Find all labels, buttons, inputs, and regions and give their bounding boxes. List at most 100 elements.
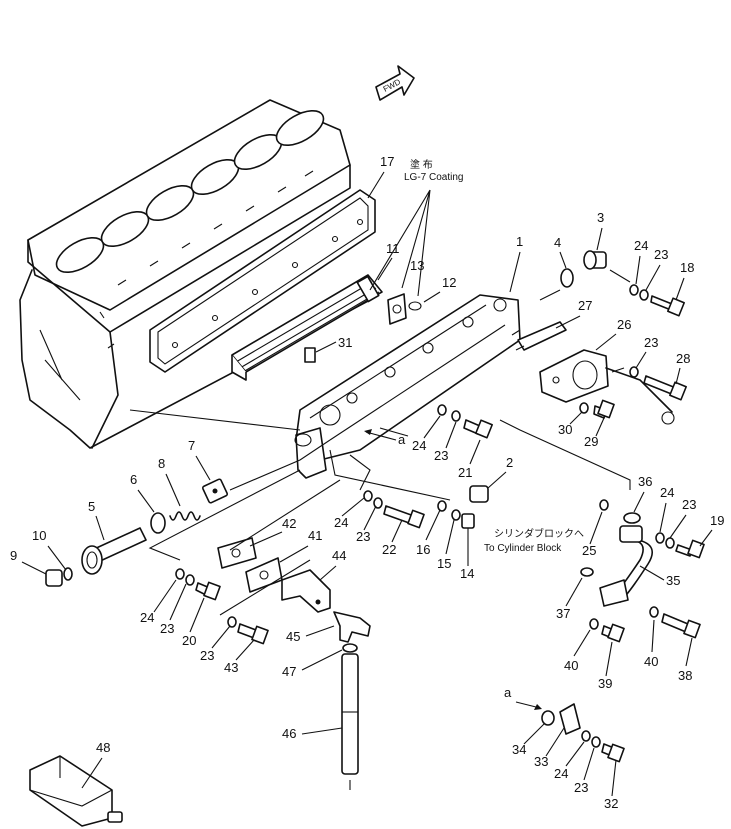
plug-3 <box>583 250 607 270</box>
callout: 19 <box>710 513 724 528</box>
callout: 24 <box>660 485 674 500</box>
fwd-arrow: FWD <box>375 65 415 101</box>
nut-34 <box>541 710 555 726</box>
callout: 13 <box>410 258 424 273</box>
callout: 31 <box>338 335 352 350</box>
callout: 14 <box>460 566 474 581</box>
callout: 43 <box>224 660 238 675</box>
washer-16 <box>437 500 447 512</box>
callout: 23 <box>356 529 370 544</box>
callout: 11 <box>386 241 400 256</box>
callout: 24 <box>140 610 154 625</box>
callout: 22 <box>382 542 396 557</box>
plug-9 <box>45 569 63 587</box>
callout: 4 <box>554 235 561 250</box>
callout: 12 <box>442 275 456 290</box>
callout: 1 <box>516 234 523 249</box>
bracket-33 <box>559 703 581 735</box>
callout: 47 <box>282 664 296 679</box>
callout: 29 <box>584 434 598 449</box>
callout: 32 <box>604 796 618 811</box>
washer-25 <box>599 499 609 511</box>
bolt-28-set <box>629 366 687 401</box>
oil-cooler-core <box>231 274 383 381</box>
o-ring-4 <box>560 268 574 288</box>
pipe-35 <box>599 525 654 607</box>
gasket-10 <box>63 567 73 581</box>
o-ring-36 <box>623 512 641 524</box>
bolt-32-set <box>581 730 625 763</box>
washer-15 <box>451 509 461 521</box>
callout: 30 <box>558 422 572 437</box>
coating-leader-lines <box>369 189 431 297</box>
callout: 20 <box>182 633 196 648</box>
callout: 23 <box>682 497 696 512</box>
callout: 23 <box>574 780 588 795</box>
callout: 24 <box>412 438 426 453</box>
spring-8 <box>169 511 201 521</box>
callout: 6 <box>130 472 137 487</box>
callout: 17 <box>380 154 394 169</box>
callout: 36 <box>638 474 652 489</box>
callout: 44 <box>332 548 346 563</box>
ref-a-lower: a <box>504 685 542 710</box>
callout: 42 <box>282 516 296 531</box>
callout: 16 <box>416 542 430 557</box>
ref-a-upper: a <box>364 429 406 447</box>
part-48 <box>29 755 123 827</box>
callout: 3 <box>597 210 604 225</box>
cylinder-block-jp-label: シリンダブロックへ <box>494 527 584 540</box>
nut-14 <box>461 513 475 529</box>
callout: 23 <box>654 247 668 262</box>
tube-27 <box>511 321 567 351</box>
callout: 24 <box>634 238 648 253</box>
callout: 38 <box>678 668 692 683</box>
bolt-43-set <box>227 616 269 645</box>
callout: 41 <box>308 528 322 543</box>
callouts: 17 11 13 12 1 4 3 24 23 18 27 26 23 28 3… <box>10 154 724 811</box>
callout: 7 <box>188 438 195 453</box>
callout: 23 <box>200 648 214 663</box>
callout: 10 <box>32 528 46 543</box>
callout: 34 <box>512 742 526 757</box>
callout: 26 <box>617 317 631 332</box>
o-ring-12 <box>408 301 422 311</box>
callout: 21 <box>458 465 472 480</box>
callout: 40 <box>644 654 658 669</box>
callout: 2 <box>506 455 513 470</box>
cylinder-block <box>19 99 376 449</box>
bolt-19-set <box>655 532 705 559</box>
o-ring-6 <box>150 512 166 534</box>
callout: 35 <box>666 573 680 588</box>
callout: 25 <box>582 543 596 558</box>
bolt-39-set <box>589 618 625 643</box>
plug-2 <box>469 485 489 503</box>
bolt-22-set <box>363 490 425 529</box>
callout: 37 <box>556 606 570 621</box>
callout: 45 <box>286 629 300 644</box>
callout: 23 <box>160 621 174 636</box>
valve-26 <box>539 349 675 425</box>
callout: 5 <box>88 499 95 514</box>
callout: 24 <box>334 515 348 530</box>
gasket-13 <box>387 293 407 325</box>
bolt-18-set <box>629 284 685 317</box>
callout: 23 <box>434 448 448 463</box>
callout: 15 <box>437 556 451 571</box>
cylinder-block-en-label: To Cylinder Block <box>484 543 562 554</box>
svg-text:a: a <box>398 432 406 447</box>
bolt-38-set <box>649 606 701 639</box>
callout: 33 <box>534 754 548 769</box>
coating-jp-label: 塗 布 <box>410 158 433 171</box>
bolt-21-set <box>437 404 493 439</box>
gasket-42 <box>217 537 257 569</box>
bolt-29-set <box>579 399 615 419</box>
callout: 39 <box>598 676 612 691</box>
part-31 <box>304 347 316 363</box>
assembly-lines <box>129 269 631 790</box>
coating-en-label: LG-7 Coating <box>404 172 463 183</box>
tube-46 <box>341 653 359 775</box>
fitting-47 <box>342 643 358 653</box>
o-ring-37 <box>580 567 594 577</box>
callout: 46 <box>282 726 296 741</box>
